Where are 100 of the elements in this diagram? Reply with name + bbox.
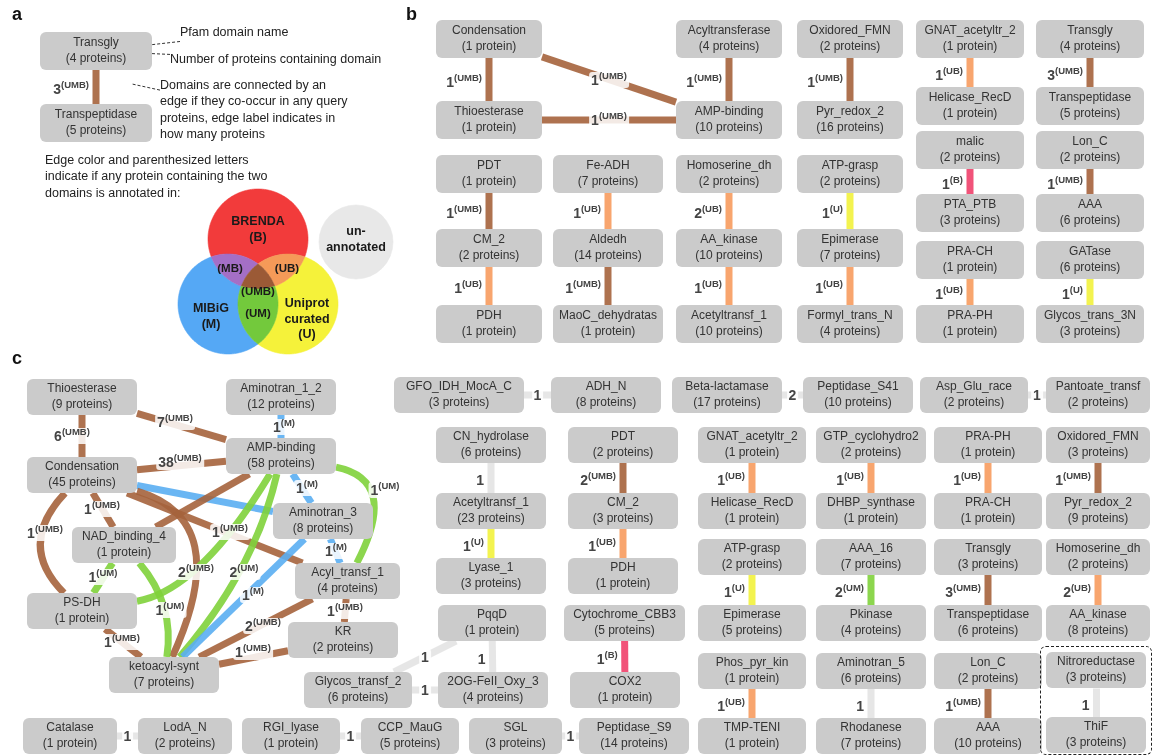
domain-box	[242, 718, 340, 754]
domain-edge	[485, 193, 493, 229]
domain-edge	[966, 58, 974, 87]
domain-box	[1036, 194, 1144, 232]
protein-count: (2 proteins)	[312, 640, 374, 656]
protein-count: (58 proteins)	[247, 456, 315, 472]
edge-label: 1$^{(M)}$	[240, 587, 266, 603]
protein-count: (2 proteins)	[819, 39, 881, 55]
edge-label: 2$^{(UM)}$	[227, 564, 261, 580]
domain-box	[570, 672, 680, 708]
domain-name: GNAT_acetyltr_2	[924, 23, 1016, 39]
leader-line	[151, 53, 171, 55]
edge-label: 1$^{(UB)}$	[572, 204, 602, 221]
domain-name: PTA_PTB	[943, 197, 997, 213]
domain-box	[797, 229, 903, 267]
domain-box	[916, 241, 1024, 279]
legend-label: (UB)	[274, 260, 300, 276]
domain-name: Aminotran_5	[836, 655, 905, 671]
edge-label: 1$^{(U)}$	[1061, 285, 1084, 302]
edge-label: 1$^{(UMB)}$	[806, 73, 844, 90]
leader-line	[151, 41, 181, 46]
protein-count: (1 protein)	[461, 174, 517, 190]
domain-name: Epimerase	[723, 607, 781, 623]
domain-name: PqqD	[477, 607, 507, 623]
domain-box	[1046, 377, 1150, 413]
edge-label: 1	[1031, 387, 1043, 403]
legend-label: Uniprot curated (U)	[283, 295, 331, 343]
domain-name: Pantoate_transf	[1055, 379, 1141, 395]
domain-name: AA_kinase	[1069, 607, 1127, 623]
protein-count: (1 protein)	[843, 511, 899, 527]
edge-label: 6$^{(UMB)}$	[52, 428, 92, 444]
edge-label: 1$^{(UB)}$	[934, 66, 964, 83]
domain-edge	[487, 463, 495, 493]
domain-name: Acyl_transf_1	[311, 565, 384, 581]
protein-count: (2 proteins)	[1067, 557, 1129, 573]
annotation-text: Domains are connected by an edge if they co-occur in any query proteins, edge label indicates in how many proteins	[160, 77, 352, 142]
edge-label: 1$^{(UM)}$	[153, 602, 187, 618]
domain-edge	[966, 169, 974, 194]
protein-count: (1 protein)	[263, 736, 319, 752]
domain-name: Homoserine_dh	[1055, 541, 1141, 557]
domain-box	[40, 32, 152, 70]
protein-count: (2 proteins)	[840, 445, 902, 461]
domain-name: GFO_IDH_MocA_C	[406, 379, 512, 395]
domain-name: CM_2	[607, 495, 639, 511]
domain-box	[438, 605, 546, 641]
domain-name: Homoserine_dh	[686, 158, 772, 174]
domain-name: Aminotran_3	[288, 505, 357, 521]
domain-edge	[748, 575, 756, 605]
domain-name: Condensation	[451, 23, 527, 39]
edge-label: 1$^{(UMB)}$	[589, 71, 629, 88]
domain-name: Catalase	[46, 720, 94, 736]
domain-box	[226, 379, 336, 415]
domain-name: SGL	[503, 720, 528, 736]
protein-count: (2 proteins)	[721, 557, 783, 573]
domain-box	[797, 305, 903, 343]
domain-box	[436, 493, 546, 529]
protein-count: (3 proteins)	[1067, 445, 1129, 461]
edge-label: 1$^{(UMB)}$	[82, 501, 122, 517]
domain-box	[676, 155, 782, 193]
protein-count: (1 protein)	[960, 511, 1016, 527]
domain-name: Pyr_redox_2	[815, 104, 884, 120]
domain-box	[27, 593, 137, 629]
domain-box	[226, 438, 336, 474]
domain-box	[23, 718, 117, 754]
protein-count: (23 proteins)	[457, 511, 525, 527]
domain-edge	[846, 58, 854, 101]
domain-name: AAA	[1078, 197, 1102, 213]
domain-name: Thioesterase	[47, 381, 117, 397]
domain-name: Pkinase	[849, 607, 893, 623]
domain-name: LodA_N	[163, 720, 207, 736]
protein-count: (1 protein)	[461, 324, 517, 340]
domain-box	[816, 718, 926, 754]
protein-count: (2 proteins)	[458, 248, 520, 264]
domain-edge	[180, 536, 307, 660]
edge-label: 1$^{(UB)}$	[814, 279, 844, 296]
edge-label: 1$^{(UMB)}$	[685, 73, 723, 90]
domain-box	[553, 155, 663, 193]
domain-box	[698, 493, 806, 529]
domain-name: Asp_Glu_race	[935, 379, 1012, 395]
domain-edge	[36, 490, 68, 596]
domain-edge	[748, 463, 756, 493]
protein-count: (2 proteins)	[943, 395, 1005, 411]
domain-box	[553, 229, 663, 267]
edge-label: 1$^{(UMB)}$	[564, 279, 602, 296]
domain-edge	[1093, 688, 1100, 718]
domain-box	[698, 718, 806, 754]
edge-label: 1	[121, 728, 134, 744]
edge-label: 1$^{(UM)}$	[86, 569, 120, 585]
domain-edge	[1094, 575, 1102, 605]
domain-name: ATP-grasp	[821, 158, 879, 174]
edge-label: 1$^{(M)}$	[271, 419, 297, 435]
protein-count: (7 proteins)	[840, 557, 902, 573]
protein-count: (5 proteins)	[379, 736, 441, 752]
domain-name: Helicase_RecD	[928, 90, 1012, 106]
protein-count: (3 proteins)	[1059, 324, 1121, 340]
protein-count: (1 protein)	[724, 511, 780, 527]
domain-name: Acetyltransf_1	[690, 308, 767, 324]
domain-name: Acyltransferase	[687, 23, 771, 39]
domain-name: Transpeptidase	[946, 607, 1030, 623]
domain-name: Lon_C	[970, 655, 1006, 671]
